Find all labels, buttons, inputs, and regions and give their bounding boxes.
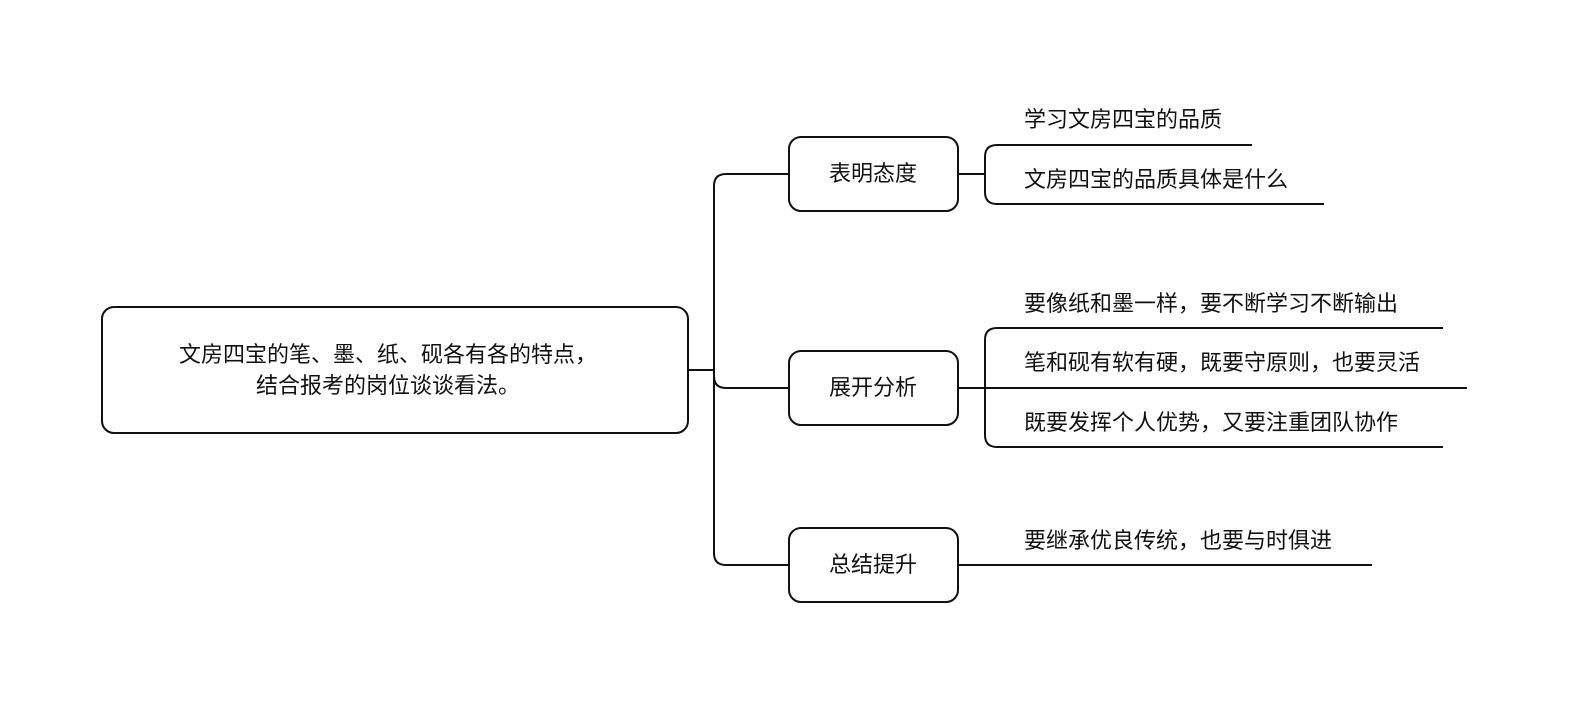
- root-node: 文房四宝的笔、墨、纸、砚各有各的特点， 结合报考的岗位谈谈看法。: [101, 306, 689, 434]
- connector-to-branch-3: [713, 370, 789, 566]
- leaf-2-3-text: 既要发挥个人优势，又要注重团队协作: [1024, 411, 1398, 436]
- root-node-line-2: 结合报考的岗位谈谈看法。: [256, 374, 520, 399]
- branch-node-2-label: 展开分析: [829, 376, 917, 401]
- root-node-box: [101, 306, 689, 434]
- leaf-2-2-text: 笔和砚有软有硬，既要守原则，也要灵活: [1024, 351, 1420, 376]
- branch-node-2: 展开分析: [788, 350, 959, 426]
- branch-3-leaves: 要继承优良传统，也要与时俱进: [958, 529, 1372, 566]
- branch-2-leaves: 要像纸和墨一样，要不断学习不断输出 笔和砚有软有硬，既要守原则，也要灵活 既要发…: [958, 292, 1467, 448]
- leaf-1-1-connector: [984, 144, 1252, 174]
- connector-to-branch-1: [713, 173, 789, 370]
- branch-node-3: 总结提升: [788, 527, 959, 603]
- branch-1-leaves: 学习文房四宝的品质 文房四宝的品质具体是什么: [958, 108, 1324, 205]
- leaf-2-3-connector: [984, 388, 1443, 448]
- leaf-2-1-text: 要像纸和墨一样，要不断学习不断输出: [1024, 292, 1398, 317]
- leaf-2-1-connector: [984, 327, 1443, 388]
- branch-node-3-label: 总结提升: [829, 553, 917, 578]
- root-connectors: [688, 173, 789, 566]
- root-node-line-1: 文房四宝的笔、墨、纸、砚各有各的特点，: [179, 343, 597, 368]
- leaf-3-1-text: 要继承优良传统，也要与时俱进: [1024, 529, 1332, 554]
- branch-node-1-label: 表明态度: [829, 162, 917, 187]
- connector-to-branch-2: [713, 370, 789, 389]
- branch-node-1: 表明态度: [788, 136, 959, 212]
- leaf-1-2-text: 文房四宝的品质具体是什么: [1024, 168, 1288, 193]
- leaf-1-2-connector: [984, 174, 1324, 205]
- leaf-1-1-text: 学习文房四宝的品质: [1024, 108, 1222, 133]
